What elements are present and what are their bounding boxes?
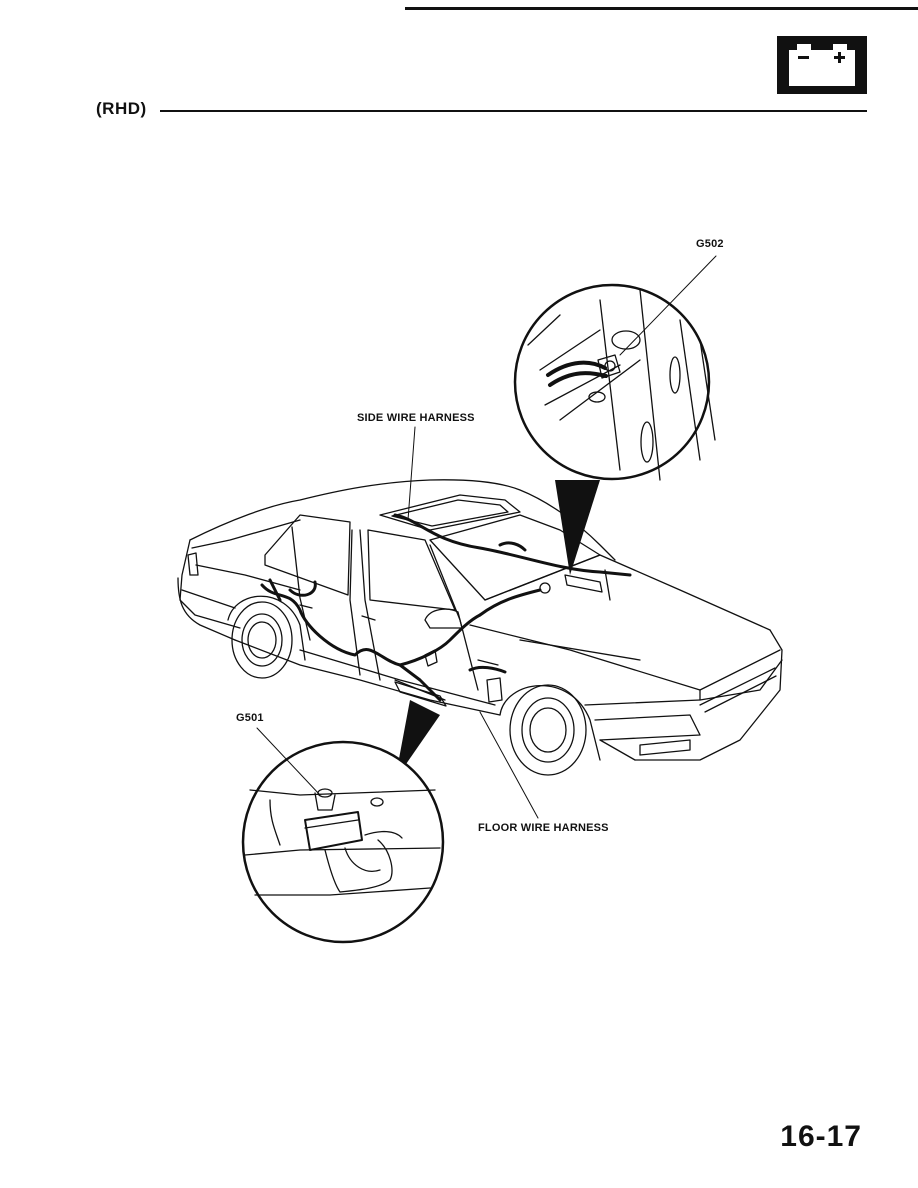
front-wheel: [500, 685, 600, 775]
g502-detail: [515, 285, 715, 575]
g501-label: G501: [236, 712, 264, 724]
side-wire-harness-label: SIDE WIRE HARNESS: [357, 412, 475, 424]
floor-wire-harness-label: FLOOR WIRE HARNESS: [478, 822, 609, 834]
rear-wheel: [228, 596, 305, 678]
g502-label: G502: [696, 238, 724, 250]
g501-detail: [243, 700, 443, 942]
car-body: [178, 480, 782, 760]
page-number: 16-17: [780, 1120, 862, 1154]
